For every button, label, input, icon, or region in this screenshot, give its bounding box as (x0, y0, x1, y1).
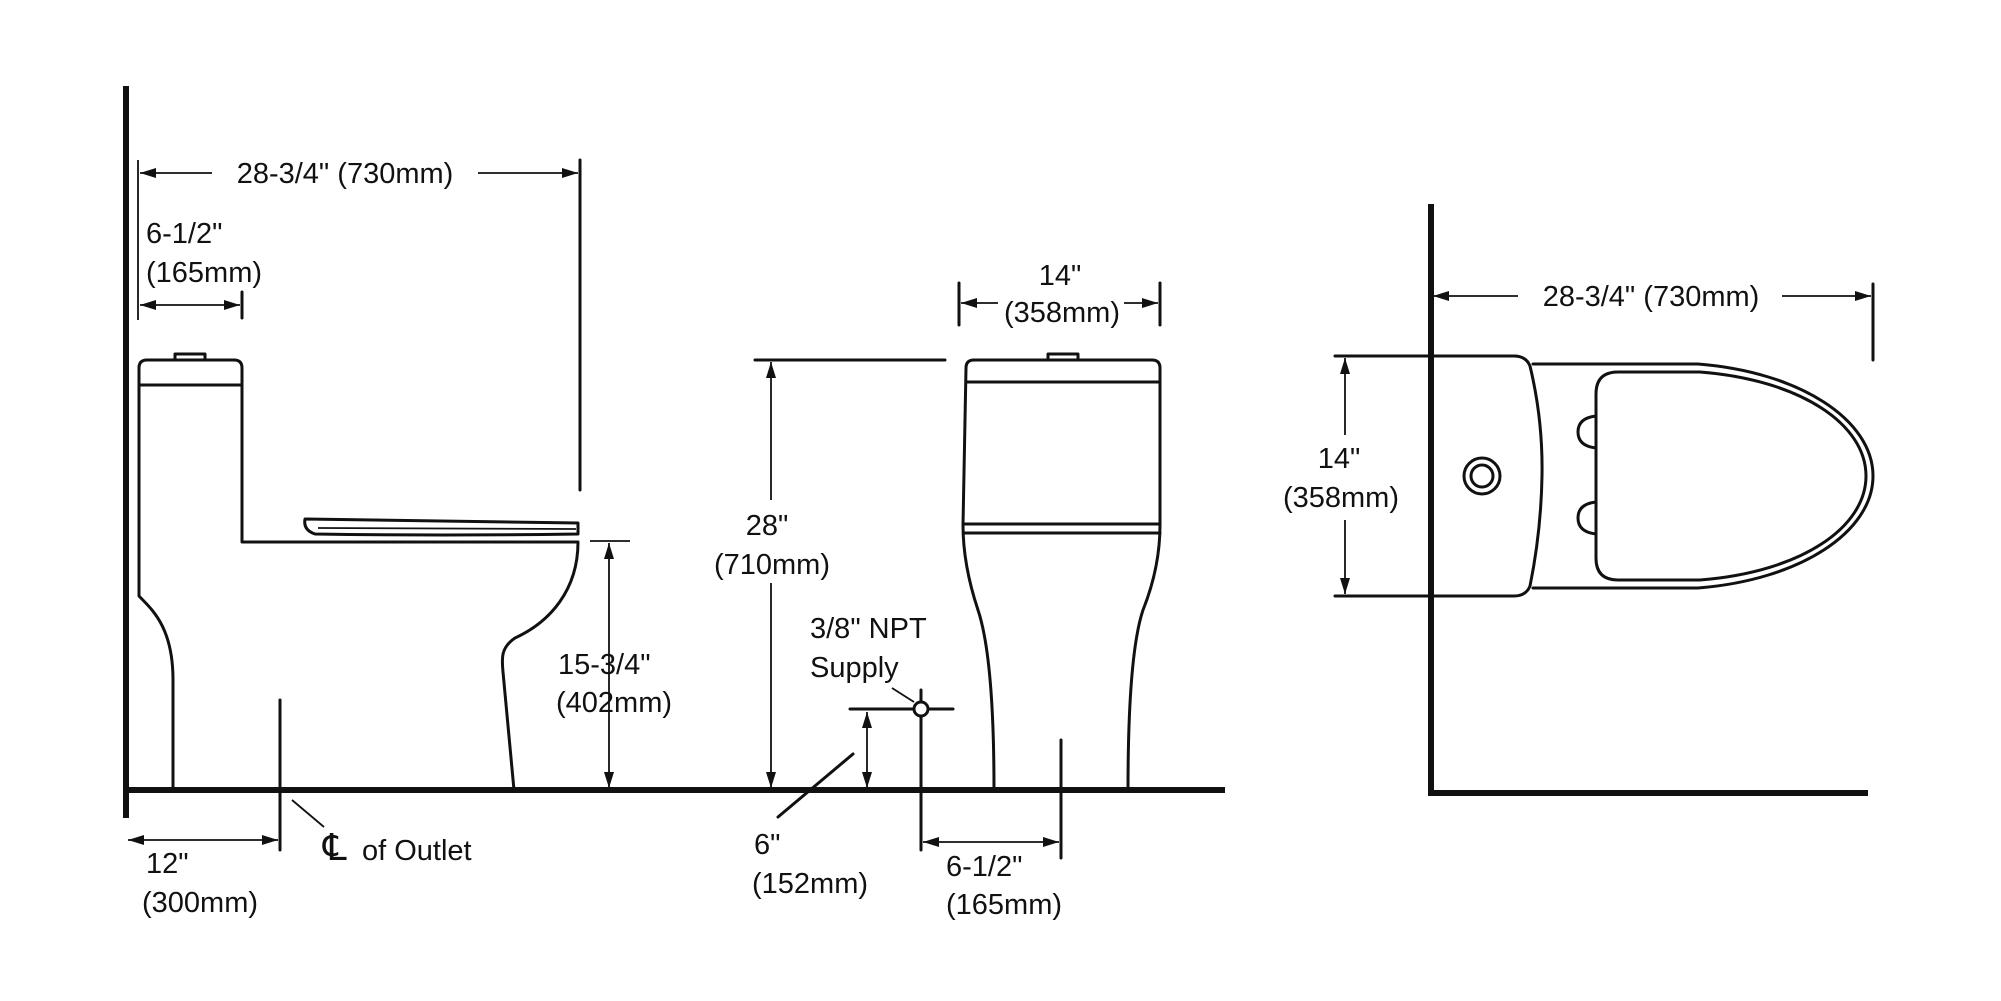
side-rough-in-arrow-right (262, 835, 278, 845)
front-supply-offset-arrow-left (923, 837, 939, 847)
front-supply-offset-arrow-right (1043, 837, 1059, 847)
front-height-inch-label: 28" (746, 510, 789, 542)
top-width-arrow-bottom (1340, 578, 1350, 594)
front-height-arrow-bottom (766, 772, 776, 788)
side-seat-lid (303, 517, 580, 537)
front-width-arrow-left (961, 298, 977, 308)
side-rough-in-arrow-left (128, 835, 144, 845)
front-width-mm-label: (358mm) (1004, 297, 1120, 329)
side-tank-arrow-left (140, 300, 156, 310)
front-supply-height-arrow-top (862, 712, 872, 728)
top-width-mm-label: (358mm) (1283, 482, 1399, 514)
side-overall-arrow-left (140, 168, 156, 178)
side-tank-inch-label: 6-1/2" (146, 218, 222, 250)
front-height-mm-label: (710mm) (714, 549, 830, 581)
front-supply-valve (912, 700, 930, 718)
front-supply-label-line2: Supply (810, 652, 899, 684)
front-width-arrow-right (1142, 298, 1158, 308)
side-rough-in-inch-label: 12" (146, 848, 189, 880)
side-seat-lid-line (317, 527, 577, 530)
top-overall-arrow-right (1855, 291, 1871, 301)
side-overall-depth-label: 28-3/4" (730mm) (237, 158, 454, 190)
front-supply-height-arrow-bottom (862, 772, 872, 788)
top-width-arrow-top (1340, 358, 1350, 374)
side-outlet-leader (291, 799, 325, 828)
top-flush-button-inner (1469, 463, 1495, 489)
side-rough-in-mm-label: (300mm) (142, 887, 258, 919)
side-flush-button (173, 352, 207, 362)
side-tank-arrow-right (224, 300, 240, 310)
front-view: 14" (358mm) 28" (710mm) 3/8" NPT Supply … (714, 260, 1162, 921)
side-view: 28-3/4" (730mm) 6-1/2" (165mm) 15-3/4" (… (123, 86, 1225, 919)
front-supply-height-inch-label: 6" (754, 829, 780, 861)
front-toilet-outline (961, 358, 1162, 792)
side-seat-height-arrow-bottom (604, 772, 614, 788)
top-overall-depth-label: 28-3/4" (730mm) (1543, 281, 1760, 313)
front-supply-label-line1: 3/8" NPT (810, 613, 927, 645)
front-supply-offset-inch-label: 6-1/2" (946, 851, 1022, 883)
front-width-inch-label: 14" (1039, 260, 1082, 292)
top-hinge-upper (1576, 414, 1598, 450)
side-outlet-label: of Outlet (362, 835, 472, 867)
top-view: 28-3/4" (730mm) 14" (358mm) (1283, 204, 1875, 796)
top-flush-button-outer (1462, 456, 1502, 496)
top-tank-outline (1429, 354, 1544, 598)
top-bowl-outline (1531, 362, 1875, 590)
side-seat-height-mm-label: (402mm) (556, 687, 672, 719)
front-flush-button (1046, 352, 1080, 362)
front-supply-height-leader (776, 752, 855, 819)
front-supply-offset-mm-label: (165mm) (946, 889, 1062, 921)
top-hinge-lower (1576, 500, 1598, 536)
top-seat-lid (1594, 370, 1868, 582)
side-seat-height-arrow-top (604, 543, 614, 559)
top-overall-arrow-left (1433, 291, 1449, 301)
top-width-inch-label: 14" (1318, 443, 1361, 475)
side-outlet-cl-symbol: ℄ (322, 827, 347, 868)
side-seat-height-inch-label: 15-3/4" (558, 649, 651, 681)
side-toilet-outline (137, 358, 580, 792)
side-tank-mm-label: (165mm) (146, 257, 262, 289)
side-overall-arrow-right (562, 168, 578, 178)
front-supply-height-mm-label: (152mm) (752, 868, 868, 900)
front-height-arrow-top (766, 362, 776, 378)
front-supply-leader (891, 687, 915, 703)
